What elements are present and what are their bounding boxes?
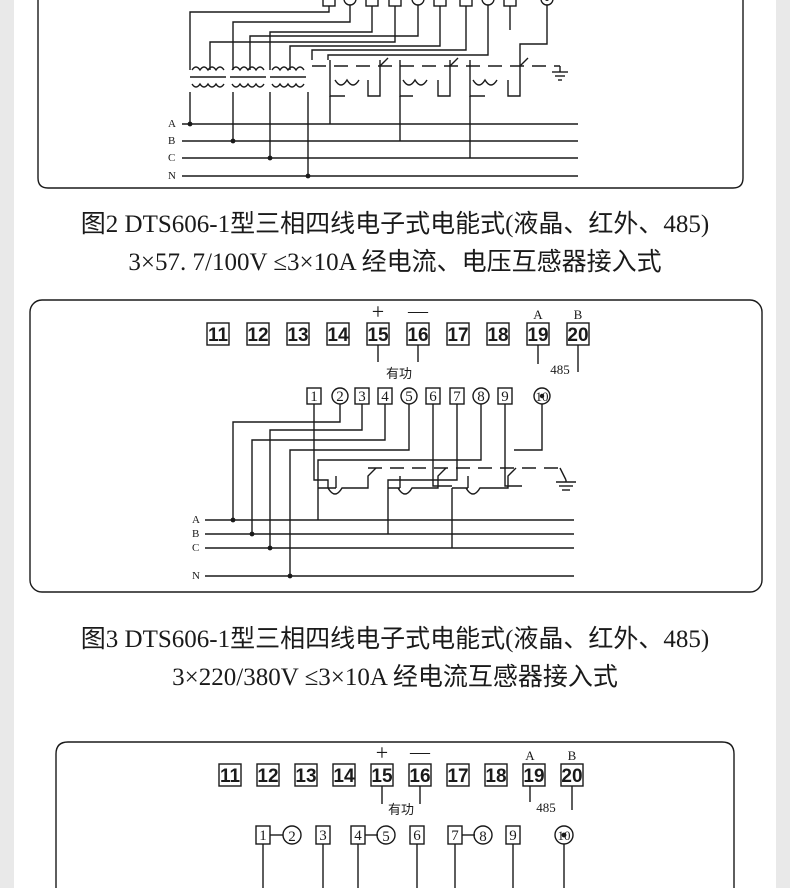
fig3-phase-b-label: B [192, 528, 199, 540]
figure4-wiring-diagram: 11 12 13 14 15 16 17 18 19 20 1 2 3 4 5 … [55, 740, 735, 888]
fig3-terminal-4: 4 [381, 389, 389, 405]
fig4-terminal-11: 11 [220, 766, 241, 787]
fig3-terminal-6: 6 [429, 389, 437, 405]
fig2-caption-title: 图2 DTS606-1型三相四线电子式电能式(液晶、红外、485) [80, 211, 710, 238]
fig3-terminal-11: 11 [208, 325, 229, 346]
fig3-terminal-15: 15 [367, 325, 389, 346]
fig3-phase-n-label: N [192, 570, 200, 582]
right-page-edge [776, 0, 790, 888]
fig4-terminal-1: 1 [259, 828, 267, 844]
fig3-terminal-7: 7 [453, 389, 461, 405]
fig3-terminal-20: 20 [567, 325, 588, 346]
fig2-phase-c-label: C [168, 152, 175, 164]
figure2-wiring-diagram: A B C N [37, 0, 744, 189]
fig4-terminal-7: 7 [451, 828, 459, 844]
fig3-terminal-14: 14 [327, 325, 349, 346]
fig3-485-label: 485 [550, 362, 570, 377]
fig3-terminal-16: 16 [407, 325, 428, 346]
fig3-caption-title: 图3 DTS606-1型三相四线电子式电能式(液晶、红外、485) [80, 626, 710, 653]
fig3-terminal-13: 13 [287, 325, 308, 346]
fig3-terminal-9: 9 [501, 389, 509, 405]
fig3-plus-sign: + [372, 299, 384, 324]
fig3-caption-spec: 3×220/380V ≤3×10A 经电流互感器接入式 [172, 664, 618, 691]
fig3-terminal-1: 1 [310, 389, 318, 405]
fig4-terminal-19: 19 [523, 766, 544, 787]
fig4-terminal-17: 17 [447, 766, 468, 787]
fig4-terminal-12: 12 [257, 766, 278, 787]
fig3-bus-b-label: B [574, 307, 583, 322]
fig4-terminal-14: 14 [333, 766, 355, 787]
fig4-bus-b-label: B [568, 748, 577, 763]
fig2-phase-a-label: A [168, 118, 176, 130]
fig4-terminal-2: 2 [288, 829, 296, 845]
fig3-terminal-19: 19 [527, 325, 548, 346]
fig3-terminal-8: 8 [477, 389, 485, 405]
left-page-edge [0, 0, 14, 888]
fig4-485-label: 485 [536, 800, 556, 815]
fig3-terminal-5: 5 [405, 389, 413, 405]
fig3-terminal-17: 17 [447, 325, 468, 346]
fig4-terminal-9: 9 [509, 828, 517, 844]
fig4-plus-sign: + [376, 740, 388, 765]
fig3-phase-c-label: C [192, 542, 199, 554]
fig2-caption-spec: 3×57. 7/100V ≤3×10A 经电流、电压互感器接入式 [128, 249, 662, 276]
fig3-phase-a-label: A [192, 514, 200, 526]
fig4-terminal-10: 10 [558, 828, 571, 843]
fig4-bus-a-label: A [525, 748, 535, 763]
fig4-active-energy-label: 有功 [388, 802, 414, 817]
fig3-terminal-18: 18 [487, 325, 508, 346]
fig4-terminal-18: 18 [485, 766, 506, 787]
fig4-terminal-6: 6 [413, 828, 421, 844]
fig2-phase-b-label: B [168, 135, 175, 147]
fig3-terminal-2: 2 [336, 389, 344, 405]
fig4-terminal-5: 5 [382, 829, 390, 845]
fig3-terminal-3: 3 [358, 389, 366, 405]
fig4-terminal-16: 16 [409, 766, 430, 787]
figure3-wiring-diagram: 11 12 13 14 15 16 17 18 19 20 1 2 3 4 5 … [29, 299, 763, 593]
fig4-terminal-3: 3 [319, 828, 327, 844]
fig4-terminal-13: 13 [295, 766, 316, 787]
fig3-terminal-12: 12 [247, 325, 268, 346]
fig3-minus-sign: — [407, 300, 429, 322]
fig3-active-energy-label: 有功 [386, 366, 412, 381]
fig4-terminal-15: 15 [371, 766, 393, 787]
fig4-minus-sign: — [409, 741, 431, 763]
fig2-phase-n-label: N [168, 170, 176, 182]
fig4-terminal-8: 8 [479, 829, 487, 845]
fig4-terminal-4: 4 [354, 828, 362, 844]
fig3-bus-a-label: A [533, 307, 543, 322]
fig4-terminal-20: 20 [561, 766, 582, 787]
fig3-terminal-10: 10 [536, 389, 549, 404]
